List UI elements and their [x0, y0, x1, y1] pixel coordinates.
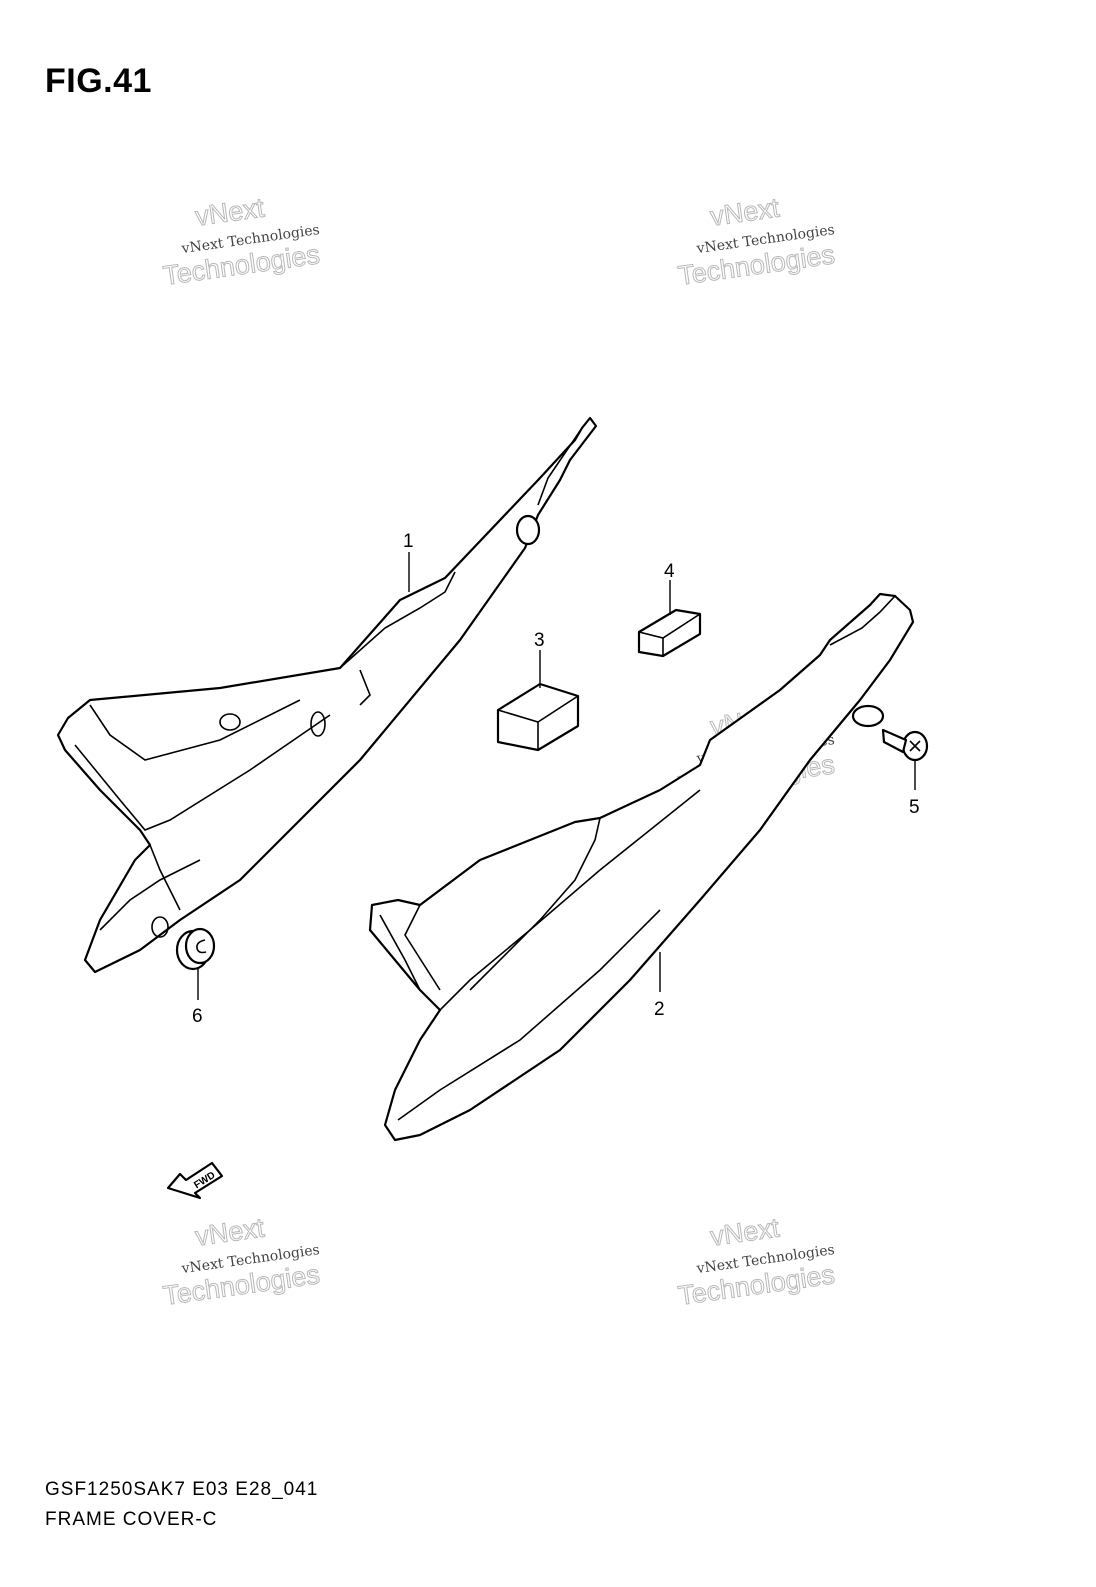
- section-name: FRAME COVER-C: [45, 1509, 218, 1530]
- callout-3: 3: [534, 630, 545, 651]
- watermark-bottom-left: vNext vNext Technologies Technologies: [161, 1212, 322, 1311]
- watermark-bottom-right: vNext vNext Technologies Technologies: [676, 1212, 837, 1311]
- mount-hole: [851, 704, 885, 728]
- callout-5: 5: [909, 797, 920, 818]
- part-4-cushion: [637, 608, 702, 658]
- watermark-word-top: vNext: [708, 192, 781, 231]
- part-6-grommet: [175, 927, 216, 971]
- callout-6: 6: [192, 1006, 203, 1027]
- part-3-cushion: [496, 682, 580, 752]
- callout-2: 2: [654, 999, 665, 1020]
- callout-4: 4: [664, 561, 675, 582]
- part-2-frame-cover: [368, 592, 915, 1142]
- watermark-top-right: vNext vNext Technologies Technologies: [676, 192, 837, 291]
- callout-1: 1: [403, 531, 414, 552]
- part-5-screw: [881, 728, 929, 762]
- fwd-direction-arrow: FWD: [166, 1161, 224, 1200]
- watermark-word-top: vNext: [193, 1212, 266, 1251]
- watermark-word-top: vNext: [708, 1212, 781, 1251]
- part-1-frame-cover: [56, 416, 598, 974]
- model-code: GSF1250SAK7 E03 E28_041: [45, 1479, 319, 1500]
- mount-hole: [515, 514, 541, 546]
- watermark-top-left: vNext vNext Technologies Technologies: [161, 192, 322, 291]
- figure-title: FIG.41: [45, 62, 152, 100]
- watermark-word-top: vNext: [193, 192, 266, 231]
